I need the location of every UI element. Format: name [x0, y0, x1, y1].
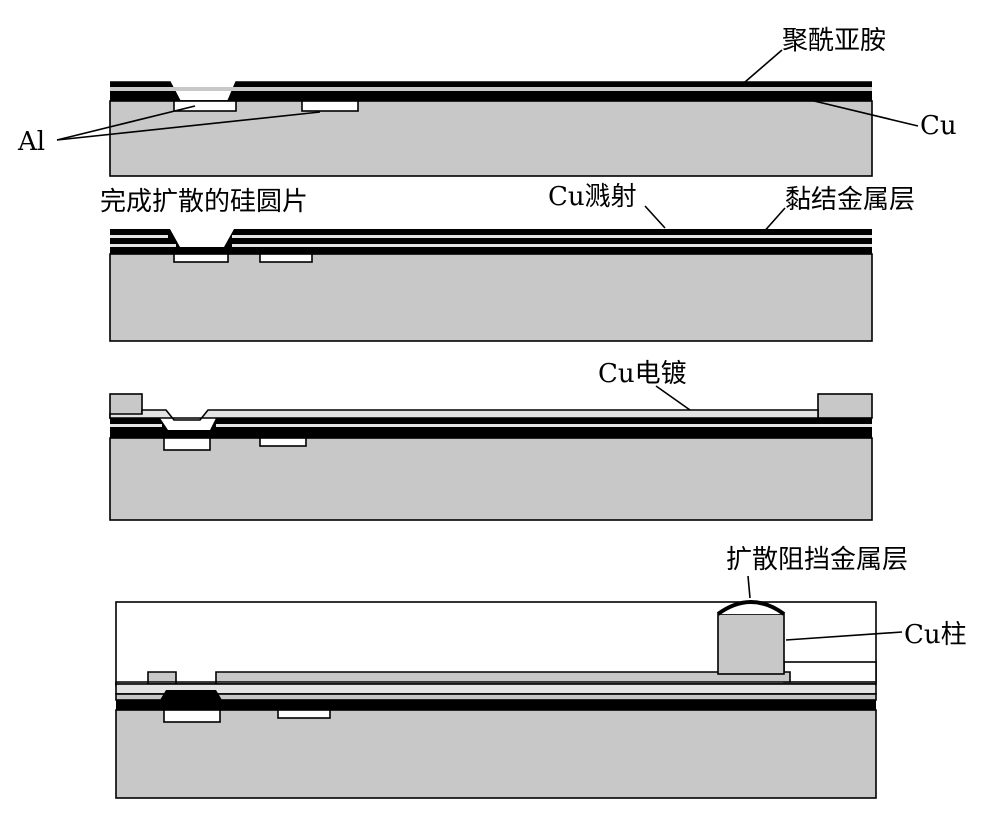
diffusion-barrier-leader-line: [747, 575, 751, 599]
stage-1-cross-section: [109, 81, 873, 177]
stage-3-al-pad-left: [163, 437, 211, 451]
stage-4-resist-step: [783, 661, 877, 683]
stage-4-substrate: [115, 709, 877, 799]
stage-4-leaders: [747, 575, 903, 641]
label-cu: Cu: [920, 111, 957, 141]
cu-pillar-leader-line: [785, 631, 903, 641]
stage-3-stack-gap: [216, 424, 872, 427]
label-adhesion-metal: 黏结金属层: [785, 185, 915, 215]
adhesion-metal-leader-line: [761, 207, 786, 235]
stage-2-sputter-gap: [232, 244, 872, 247]
stage-4-layer-light-2: [115, 693, 877, 701]
label-diffused-wafer: 完成扩散的硅圆片: [100, 187, 308, 217]
stage-2-al-pad-right: [259, 253, 313, 263]
stage-3-resist-right: [817, 393, 873, 419]
stage-3-plated-cu: [109, 409, 819, 421]
label-cu-sputter: Cu溅射: [548, 182, 637, 212]
stage-4-cu-pillar: [717, 613, 785, 675]
label-diffusion-barrier: 扩散阻挡金属层: [726, 545, 908, 575]
stage-1-al-pad-right: [301, 100, 359, 112]
label-cu-plating: Cu电镀: [598, 359, 687, 389]
stage-2-leaders: [644, 205, 786, 235]
label-cu-pillar: Cu柱: [904, 620, 967, 650]
stage-4-al-pad-left: [163, 709, 221, 723]
stage-3-al-pad-right: [259, 437, 307, 447]
stage-1-substrate: [109, 100, 873, 177]
stage-4-diffusion-barrier-cap: [716, 600, 786, 616]
stage-4-al-pad-right: [277, 709, 331, 719]
stage-1-polyimide-layer: [110, 82, 872, 101]
stage-2-substrate: [109, 253, 873, 342]
stage-4-cross-section: [115, 600, 877, 799]
stage-3-cross-section: [109, 393, 873, 521]
cu-sputter-leader-line: [644, 205, 666, 229]
al-leader-line-2: [56, 111, 321, 141]
stage-2-stack-dark: [110, 229, 872, 254]
stage-3-stack-gap-left: [110, 424, 162, 427]
label-polyimide: 聚酰亚胺: [782, 26, 886, 56]
stage-2-adhesion-gap: [232, 235, 872, 238]
stage-3-leaders: [655, 385, 691, 411]
stage-3-stack-dark: [110, 418, 872, 438]
cu-leader-line: [809, 99, 919, 127]
stage-2-adhesion-gap-left: [110, 235, 168, 238]
stage-1-leaders: [56, 49, 919, 141]
stage-1-cu-line: [110, 87, 872, 91]
stage-3-substrate: [109, 437, 873, 521]
stage-2-cross-section: [109, 229, 873, 342]
polyimide-leader-line: [744, 49, 783, 83]
label-al: Al: [17, 127, 45, 157]
cu-plating-leader-line: [655, 385, 691, 411]
stage-4-stack-dark: [116, 690, 876, 710]
stage-2-al-pad-left: [173, 253, 229, 263]
stage-4-layer-light: [115, 683, 877, 695]
stage-2-sputter-gap-left: [110, 244, 176, 247]
stage-1-al-pad-left: [173, 100, 237, 112]
al-leader-line-1: [56, 105, 196, 141]
